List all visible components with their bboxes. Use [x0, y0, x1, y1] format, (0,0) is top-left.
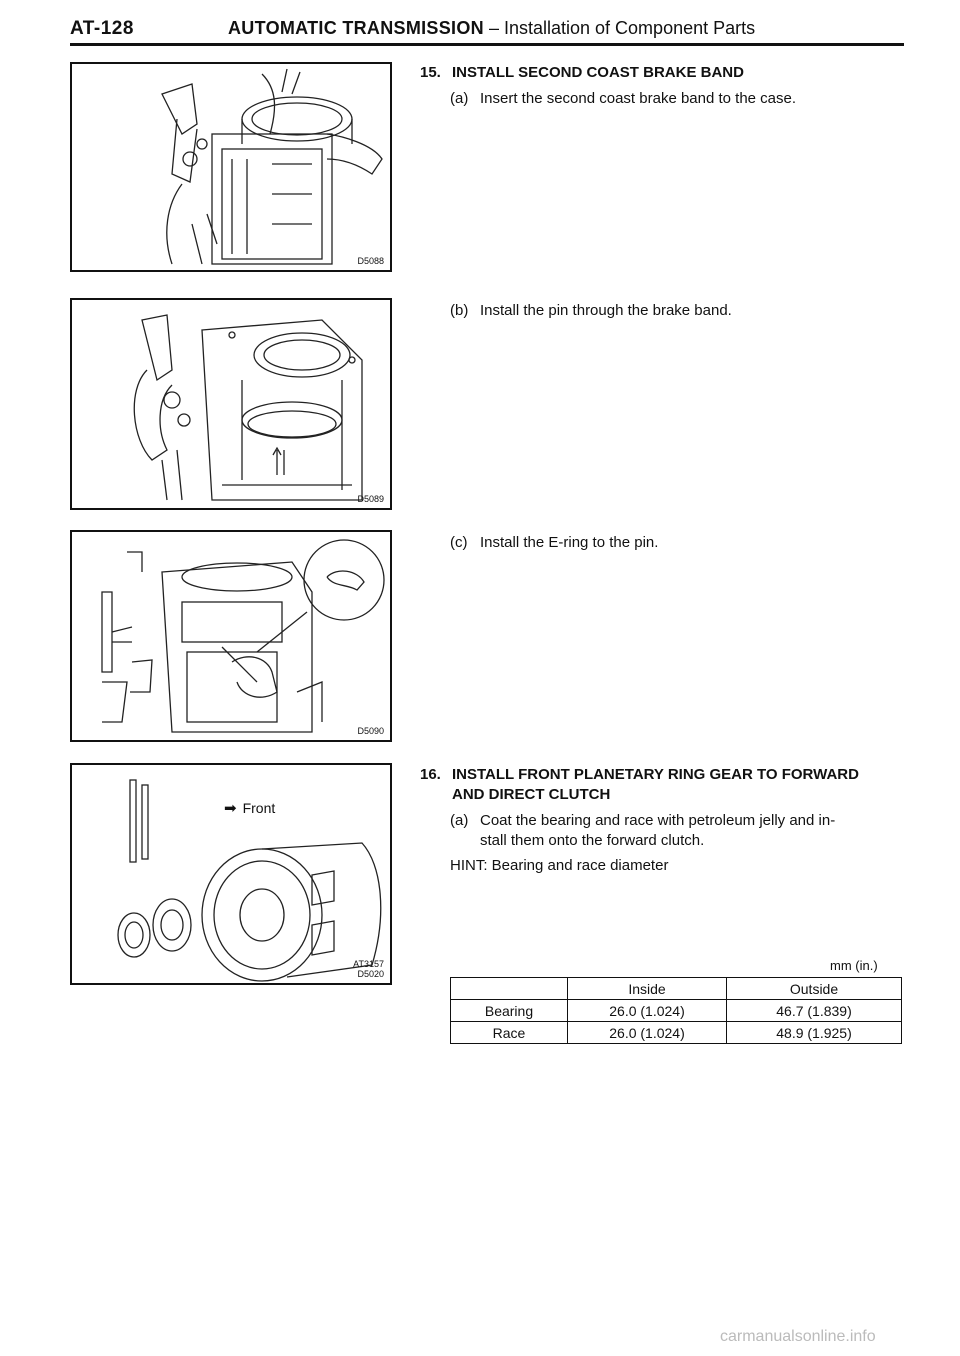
section-title: AUTOMATIC TRANSMISSION — [228, 18, 484, 38]
step-15c: (c) Install the E-ring to the pin. — [450, 533, 910, 553]
section-subtitle: Installation of Component Parts — [503, 18, 756, 38]
step-16a: (a) Coat the bearing and race with petrol… — [450, 811, 910, 851]
table-cell: 48.9 (1.925) — [726, 1021, 902, 1044]
substep-label: (a) — [450, 812, 469, 829]
header-rule — [70, 43, 904, 46]
table-header-cell — [450, 977, 568, 1000]
substep-label: (a) — [450, 90, 469, 107]
step-16-heading: 16. INSTALL FRONT PLANETARY RING GEAR TO … — [420, 765, 859, 805]
figure-code-line: AT3157 — [353, 959, 384, 969]
substep-text: Insert the second coast brake band to th… — [480, 90, 797, 107]
front-label-text: Front — [242, 800, 276, 816]
arrow-right-icon: ➡ — [224, 800, 237, 817]
table-header-cell: Inside — [567, 977, 727, 1000]
page-number: AT-128 — [70, 18, 134, 39]
e-ring-install-illustration — [101, 539, 385, 733]
step-15-heading: 15. INSTALL SECOND COAST BRAKE BAND — [420, 63, 744, 83]
substep-text: stall them onto the forward clutch. — [480, 832, 705, 849]
substep-label: (c) — [450, 534, 468, 551]
figure-e-ring-install: D5090 — [70, 530, 392, 742]
table-cell: Race — [450, 1021, 568, 1044]
table-cell: 26.0 (1.024) — [567, 999, 727, 1022]
watermark: carmanualsonline.info — [720, 1328, 876, 1345]
section-heading: AUTOMATIC TRANSMISSION – Installation of… — [228, 18, 755, 39]
table-header-row: Inside Outside — [450, 977, 902, 1000]
step-15b: (b) Install the pin through the brake ban… — [450, 301, 910, 321]
brake-band-insert-illustration — [161, 68, 383, 265]
figure-code: D5088 — [357, 256, 384, 266]
substep-text: Install the E-ring to the pin. — [480, 534, 659, 551]
table-unit: mm (in.) — [830, 958, 878, 973]
table-row: Bearing 26.0 (1.024) 46.7 (1.839) — [450, 999, 902, 1022]
table-row: Race 26.0 (1.024) 48.9 (1.925) — [450, 1021, 902, 1044]
table-cell: Bearing — [450, 999, 568, 1022]
substep-label: (b) — [450, 302, 469, 319]
title-separator: – — [488, 18, 499, 38]
step-title: INSTALL FRONT PLANETARY RING GEAR TO FOR… — [452, 766, 859, 783]
substep-text: Coat the bearing and race with petroleum… — [480, 812, 836, 829]
step-number: 15. — [420, 64, 441, 81]
figure-code: D5089 — [357, 494, 384, 504]
pin-install-illustration — [133, 314, 363, 501]
hint-text: HINT: Bearing and race diameter — [450, 857, 669, 874]
step-15a: (a) Insert the second coast brake band to… — [450, 89, 910, 109]
figure-code: D5090 — [357, 726, 384, 736]
table-header-cell: Outside — [726, 977, 902, 1000]
bearing-race-illustration — [117, 779, 382, 982]
step-title: INSTALL SECOND COAST BRAKE BAND — [452, 64, 744, 81]
figure-code-line: D5020 — [357, 969, 384, 979]
table-cell: 26.0 (1.024) — [567, 1021, 727, 1044]
step-title: AND DIRECT CLUTCH — [452, 786, 611, 803]
figure-pin-install: D5089 — [70, 298, 392, 510]
front-direction-label: ➡ Front — [224, 799, 275, 817]
table-cell: 46.7 (1.839) — [726, 999, 902, 1022]
substep-text: Install the pin through the brake band. — [480, 302, 732, 319]
step-number: 16. — [420, 766, 441, 783]
page-header: AT-128 AUTOMATIC TRANSMISSION – Installa… — [70, 18, 904, 46]
bearing-race-diameter-table: Inside Outside Bearing 26.0 (1.024) 46.7… — [450, 977, 902, 1044]
figure-brake-band-insert: D5088 — [70, 62, 392, 272]
